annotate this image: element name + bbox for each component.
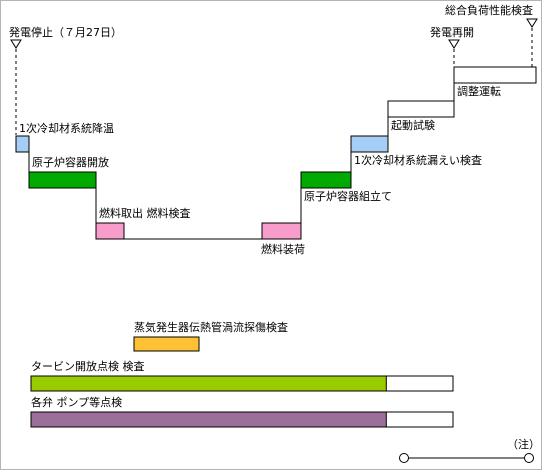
task-valves-pumps-fill <box>30 411 387 428</box>
task-label: タービン開放点検 検査 <box>31 360 145 373</box>
task-label: 蒸気発生器伝熱管渦流探傷検査 <box>134 321 288 334</box>
task-sg-eddy-current-bar <box>133 336 200 352</box>
milestone-stop-label: 発電停止（７月27日） <box>9 26 122 39</box>
step-label: 起動試験 <box>391 119 435 132</box>
step-fuel-load-bar <box>261 222 302 240</box>
step-label: 調整運転 <box>457 85 501 98</box>
milestone-resume-marker <box>448 39 460 49</box>
milestone-inspection-marker <box>526 18 538 28</box>
step-cooldown-bar <box>15 135 30 153</box>
note-start-circle <box>399 453 409 463</box>
step-startup-test-bar <box>387 100 455 118</box>
step-label: 燃料装荷 <box>261 243 305 256</box>
step-label: 1次冷却材系統降温 <box>19 122 114 135</box>
task-turbine-fill <box>30 375 387 392</box>
step-label: 原子炉容器組立て <box>304 190 392 203</box>
milestone-inspection-label: 総合負荷性能検査 <box>445 4 533 17</box>
step-leak-test-bar <box>350 135 389 153</box>
task-label: 各弁 ポンプ等点検 <box>31 396 123 409</box>
note-end-circle <box>524 453 534 463</box>
step-adjustment-bar <box>453 66 537 84</box>
milestone-resume-label: 発電再開 <box>430 26 474 39</box>
step-label: 原子炉容器開放 <box>32 156 109 169</box>
milestone-stop-marker <box>10 39 22 49</box>
step-vessel-open-bar <box>28 171 97 189</box>
step-vessel-assembly-bar <box>300 171 352 189</box>
step-label: 1次冷却材系統漏えい検査 <box>354 154 482 167</box>
note-label: （注） <box>507 438 540 451</box>
step-label: 燃料取出 燃料検査 <box>99 207 191 220</box>
step-fuel-unload-bar <box>95 222 125 240</box>
